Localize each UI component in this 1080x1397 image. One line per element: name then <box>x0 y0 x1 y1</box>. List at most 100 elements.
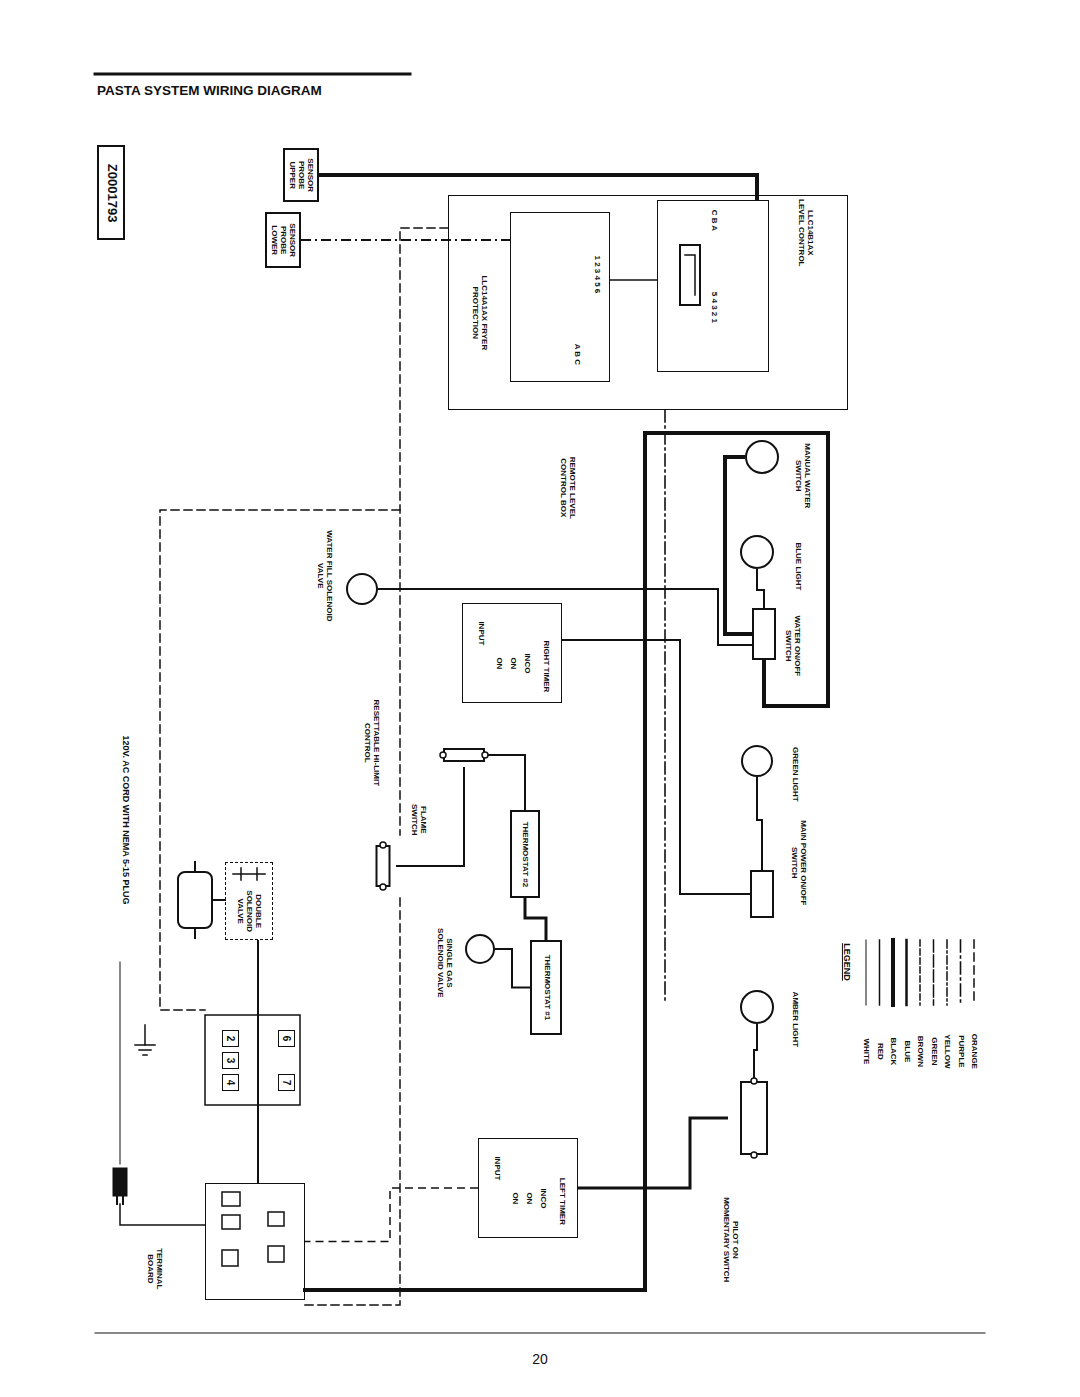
wire <box>525 898 546 940</box>
valve-symbol: SINGLE GAS SOLENOID VALVE <box>465 933 495 965</box>
wire <box>301 239 510 241</box>
component-label: RESETTABLE HI-LIMIT CONTROL <box>362 680 380 805</box>
wire <box>495 949 530 988</box>
component-label: BLUE LIGHT <box>794 537 803 595</box>
valve-motor <box>178 872 212 928</box>
sensor-box: SENSOR PROBE UPPER <box>283 148 319 202</box>
component-label: 7 <box>281 1074 292 1091</box>
component-label: ON <box>510 1178 519 1218</box>
orange-wire <box>160 510 400 1010</box>
component-label: ON <box>524 1178 533 1218</box>
sensor-box: SENSOR PROBE LOWER <box>265 212 301 268</box>
component-label: FLAME SWITCH <box>409 790 427 850</box>
component-label: 2 <box>225 1030 236 1047</box>
shape-outline <box>745 440 779 474</box>
orange-wire <box>300 898 400 1305</box>
terminal-symbol <box>268 1212 284 1226</box>
lamp-symbol: AMBER LIGHT <box>740 990 774 1024</box>
wire <box>754 1024 757 1078</box>
footer-rule <box>95 1333 985 1334</box>
wire <box>488 755 525 810</box>
legend-sample <box>866 940 867 1005</box>
shape-outline <box>742 746 772 776</box>
plug-symbol <box>113 1168 127 1196</box>
diagram-title: PASTA SYSTEM WIRING DIAGRAM <box>97 83 322 98</box>
component-label: LLC14B1AX LEVEL CONTROL <box>796 197 814 269</box>
terminal-number: 2 <box>222 1030 239 1047</box>
ground-symbol <box>144 1025 146 1045</box>
wire <box>578 1118 728 1188</box>
thermostat-box: THERMOSTAT #2 <box>510 810 540 898</box>
legend-label: BLACK <box>889 1012 898 1090</box>
component-label: 3 <box>225 1052 236 1069</box>
wire <box>257 940 259 1183</box>
component-label: WATER FILL SOLENOID VALVE <box>315 528 333 623</box>
switch-symbol: MANUAL WATER SWITCH <box>745 440 779 474</box>
shape-outline <box>746 441 778 473</box>
purple-wire <box>664 410 666 1000</box>
switch-symbol: MAIN POWER ON/OFF SWITCH <box>750 870 774 918</box>
legend-sample <box>933 940 935 1005</box>
terminal-symbol <box>268 1246 284 1262</box>
component-label: TERMINAL BOARD <box>145 1238 163 1300</box>
wire <box>305 1188 478 1242</box>
shape-outline <box>740 745 774 777</box>
component-label: INCO <box>522 643 531 683</box>
shape-outline <box>728 1078 780 1158</box>
pin-letters: C B A <box>709 203 718 237</box>
component-label: MAIN POWER ON/OFF SWITCH <box>789 818 807 908</box>
component-label: LEFT TIMER <box>558 1166 567 1236</box>
pin-numbers: 1 2 3 4 5 6 <box>592 222 601 327</box>
limit-switch-symbol: RESETTABLE HI-LIMIT CONTROL <box>370 842 396 890</box>
component-label: THERMOSTAT #2 <box>521 810 530 898</box>
orange-wire <box>400 228 448 835</box>
ground-symbol <box>139 1049 151 1051</box>
legend-sample <box>919 940 921 1005</box>
module-box: LLC14A1AX FRYER PROTECTION <box>510 212 610 382</box>
shape-outline <box>740 535 774 569</box>
valve-link <box>212 899 225 901</box>
shape-outline <box>346 573 378 605</box>
legend-sample <box>946 940 948 1005</box>
shape-outline <box>740 990 774 1024</box>
drawing-number-box: Z0001793 <box>97 145 125 240</box>
legend-label: PURPLE <box>956 1012 965 1090</box>
terminal-number: 3 <box>222 1052 239 1069</box>
wire <box>319 175 757 200</box>
black-wire <box>305 433 828 1290</box>
plug-prong <box>122 1196 124 1204</box>
shape-outline <box>444 749 484 761</box>
shape-outline <box>377 846 390 886</box>
component-label: DOUBLE SOLENOID VALVE <box>236 884 262 938</box>
wire <box>610 279 657 281</box>
component-label: SENSOR PROBE LOWER <box>270 212 296 268</box>
legend-sample <box>960 940 962 1005</box>
terminal-dot <box>751 1078 757 1084</box>
legend-label: ORANGE <box>970 1012 979 1090</box>
component-label: 4 <box>225 1074 236 1091</box>
terminal-dot <box>482 752 488 758</box>
legend-sample <box>973 940 975 1005</box>
legend-label: GREEN <box>929 1012 938 1090</box>
component-label: ON <box>508 643 517 683</box>
wire <box>378 589 752 645</box>
shape-outline <box>465 933 495 965</box>
cord-note: 120V. AC CORD WITH NEMA 5-15 PLUG <box>120 685 130 955</box>
wire <box>562 640 750 894</box>
timer-box: INPUTONONINCORIGHT TIMER <box>462 603 562 703</box>
shape-outline <box>741 536 773 568</box>
component-label: GREEN LIGHT <box>791 745 800 803</box>
solenoid-valve-box: DOUBLE SOLENOID VALVE <box>225 862 273 940</box>
timer-box: INPUTONONINCOLEFT TIMER <box>478 1138 578 1238</box>
ground-symbol <box>135 1044 155 1046</box>
title-rule <box>95 73 410 76</box>
legend-label: BROWN <box>916 1012 925 1090</box>
legend-label: WHITE <box>862 1012 871 1090</box>
component-label: 6 <box>281 1030 292 1047</box>
valve-motor <box>194 862 196 872</box>
legend-label: YELLOW <box>943 1012 952 1090</box>
terminal-dot <box>751 1152 757 1158</box>
component-label: SENSOR PROBE UPPER <box>288 148 314 202</box>
component-label: PILOT ON MOMENTARY SWITCH <box>721 1195 739 1285</box>
